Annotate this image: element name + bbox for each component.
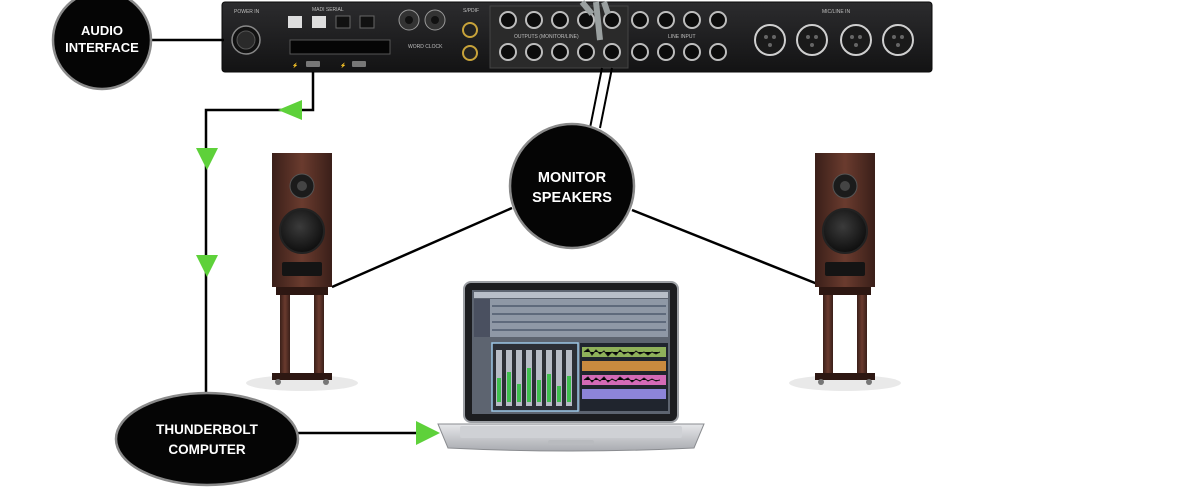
speaker-right <box>789 153 901 391</box>
laptop-computer <box>437 281 705 452</box>
callout-monitor-speakers: MONITOR SPEAKERS <box>508 122 636 250</box>
monitor-out-cable-b <box>599 67 613 129</box>
power-label: POWER IN <box>234 9 260 15</box>
speaker-left-line <box>331 206 513 289</box>
digital-label: MADI SERIAL <box>312 7 344 13</box>
plugged-cables <box>579 0 611 41</box>
thunderbolt-computer-label-line1: THUNDERBOLT <box>156 422 258 437</box>
svg-text:⚡: ⚡ <box>340 62 346 69</box>
arrow-down-icon-2 <box>196 255 218 277</box>
mic-inputs: MIC/LINE IN <box>754 9 914 56</box>
line-input-jacks: LINE INPUT <box>631 11 727 61</box>
arrow-down-icon <box>196 148 218 170</box>
spdif-rca: S/PDIF <box>462 8 479 61</box>
arrow-right-icon <box>416 421 440 445</box>
connection-lines <box>150 38 821 435</box>
thunderbolt-computer-label-line2: COMPUTER <box>168 442 246 457</box>
callout-thunderbolt-computer: THUNDERBOLT COMPUTER <box>114 391 300 487</box>
digital-ports: MADI SERIAL <box>288 7 391 55</box>
flow-arrows <box>196 100 440 445</box>
audio-interface-label-line1: AUDIO <box>81 23 123 38</box>
line-input-label: LINE INPUT <box>668 34 696 40</box>
power-connector: POWER IN <box>231 9 261 55</box>
monitor-speakers-label-line2: SPEAKERS <box>532 190 612 206</box>
monitor-speakers-label-line1: MONITOR <box>538 170 607 186</box>
word-clock-bnc: WORD CLOCK <box>398 9 446 50</box>
audio-interface-device: POWER IN MADI SERIAL ⚡ ⚡ WORD CLOCK <box>221 0 933 73</box>
arrow-left-icon <box>278 100 302 120</box>
speaker-left <box>246 153 358 391</box>
output-jacks: OUTPUTS (MONITOR/LINE) <box>489 5 629 69</box>
spdif-label: S/PDIF <box>463 8 479 14</box>
thunderbolt-ports: ⚡ ⚡ <box>292 61 366 69</box>
outputs-label: OUTPUTS (MONITOR/LINE) <box>514 34 579 40</box>
speaker-right-line <box>631 208 821 287</box>
svg-text:⚡: ⚡ <box>292 62 298 69</box>
monitor-out-cable-a <box>589 67 603 129</box>
mic-in-label: MIC/LINE IN <box>822 9 850 15</box>
callout-audio-interface: AUDIO INTERFACE <box>51 0 153 91</box>
word-clock-label: WORD CLOCK <box>408 44 443 50</box>
audio-interface-label-line2: INTERFACE <box>65 40 139 55</box>
